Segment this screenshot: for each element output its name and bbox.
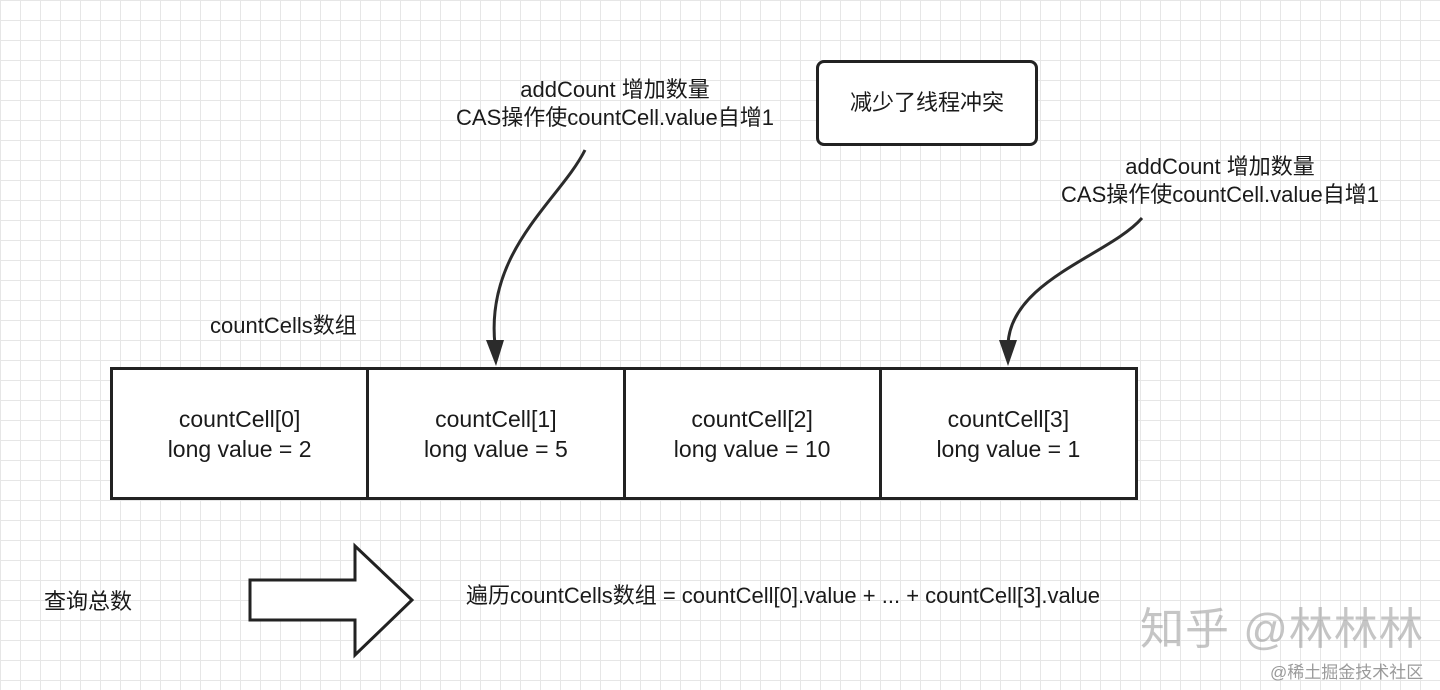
callout-box: 减少了线程冲突 — [816, 60, 1038, 146]
note-right-line1: addCount 增加数量 — [1125, 154, 1315, 179]
query-block-arrow — [248, 542, 415, 659]
cell-value: long value = 10 — [673, 435, 831, 462]
arrow-head-cell-3 — [999, 340, 1017, 366]
arrow-to-cell-3 — [1006, 217, 1144, 346]
count-cell-0: countCell[0] long value = 2 — [113, 370, 366, 497]
note-top-line1: addCount 增加数量 — [520, 77, 710, 102]
query-total-label: 查询总数 — [44, 589, 133, 614]
count-cell-3: countCell[3] long value = 1 — [878, 370, 1135, 497]
arrow-head-cell-1 — [486, 340, 504, 366]
count-cell-2: countCell[2] long value = 10 — [622, 370, 879, 497]
zhihu-watermark: 知乎 @林林林 — [1140, 605, 1424, 654]
cell-name: countCell[0] — [178, 405, 301, 432]
note-addcount-top: addCount 增加数量 CAS操作使countCell.value自增1 — [400, 76, 830, 132]
count-cell-1: countCell[1] long value = 5 — [366, 370, 622, 497]
juejin-watermark: @稀土掘金技术社区 — [1270, 663, 1424, 682]
array-label: countCells数组 — [210, 313, 357, 338]
cell-name: countCell[3] — [947, 405, 1070, 432]
countcells-array: countCell[0] long value = 2 countCell[1]… — [110, 367, 1138, 500]
cell-value: long value = 5 — [423, 435, 568, 462]
arrow-to-cell-1 — [492, 149, 587, 346]
note-right-line2: CAS操作使countCell.value自增1 — [1061, 182, 1379, 207]
cell-value: long value = 2 — [167, 435, 312, 462]
cell-value: long value = 1 — [936, 435, 1081, 462]
callout-text: 减少了线程冲突 — [849, 90, 1004, 115]
cell-name: countCell[1] — [435, 405, 557, 432]
note-top-line2: CAS操作使countCell.value自增1 — [456, 105, 774, 130]
note-addcount-right: addCount 增加数量 CAS操作使countCell.value自增1 — [1020, 153, 1420, 209]
sum-formula: 遍历countCells数组 = countCell[0].value + ..… — [466, 583, 1101, 608]
cell-name: countCell[2] — [691, 405, 813, 432]
